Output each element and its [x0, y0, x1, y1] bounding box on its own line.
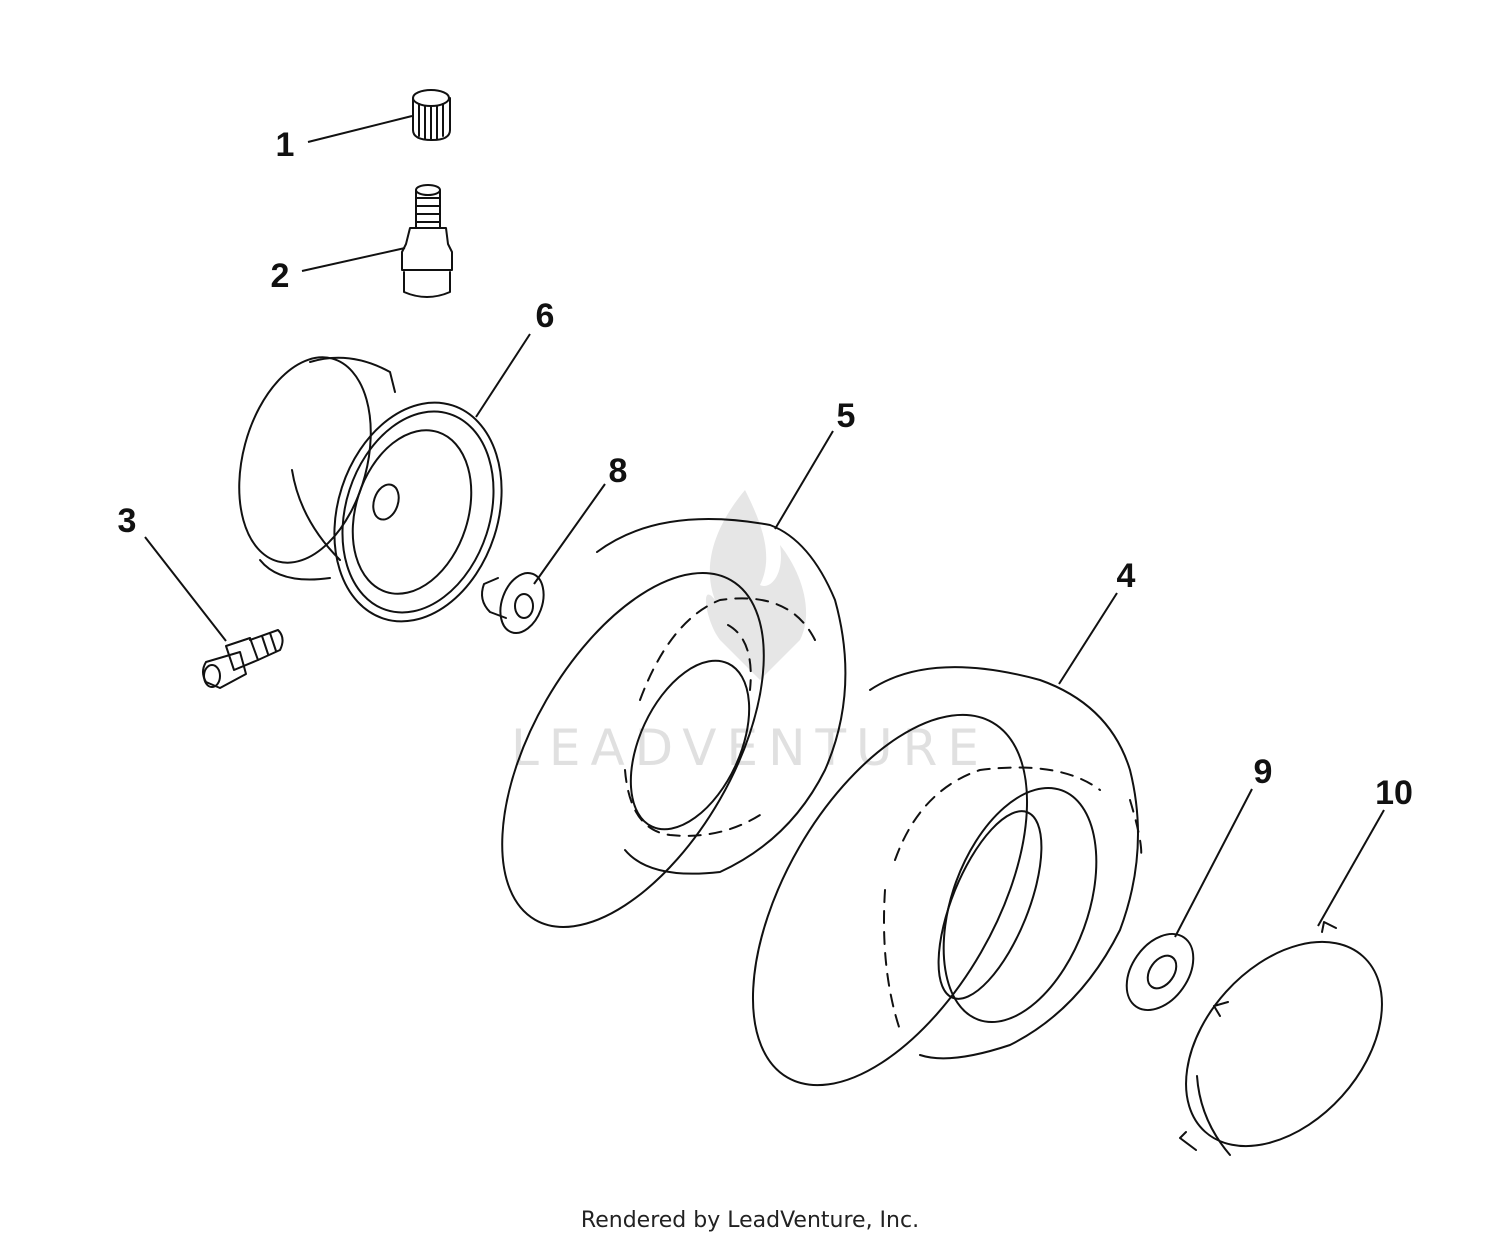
callout-labels: 1 2 3 4 5 6 8 9 10 [118, 126, 1413, 812]
valve-stem [401, 184, 453, 298]
leader-lines [144, 115, 1385, 938]
callout-4: 4 [1117, 557, 1136, 595]
grease-fitting [202, 629, 284, 689]
leader-9 [1174, 788, 1253, 938]
wheel-rim [238, 356, 503, 623]
leader-5 [774, 430, 834, 530]
callout-6: 6 [536, 297, 555, 335]
hub-cap [1179, 921, 1383, 1156]
leader-6 [475, 333, 531, 418]
callout-2: 2 [271, 257, 290, 295]
leader-4 [1058, 592, 1118, 685]
callout-1: 1 [276, 126, 295, 164]
watermark: LEADVENTURE [511, 490, 989, 777]
callout-3: 3 [118, 502, 137, 540]
washer [1125, 933, 1195, 1011]
leader-2 [301, 247, 406, 272]
callout-8: 8 [609, 452, 628, 490]
watermark-flame-logo [705, 490, 807, 680]
callout-5: 5 [837, 397, 856, 435]
tire-front [501, 518, 847, 928]
leader-10 [1317, 809, 1385, 927]
leader-1 [307, 115, 413, 143]
leader-3 [144, 536, 227, 642]
tire-rear [751, 666, 1143, 1087]
callout-9: 9 [1254, 753, 1273, 791]
callout-10: 10 [1375, 774, 1413, 812]
watermark-text: LEADVENTURE [511, 719, 989, 777]
bushing [481, 572, 545, 634]
footer-credit: Rendered by LeadVenture, Inc. [580, 1208, 920, 1233]
leader-8 [533, 483, 606, 585]
valve-cap [412, 89, 451, 141]
